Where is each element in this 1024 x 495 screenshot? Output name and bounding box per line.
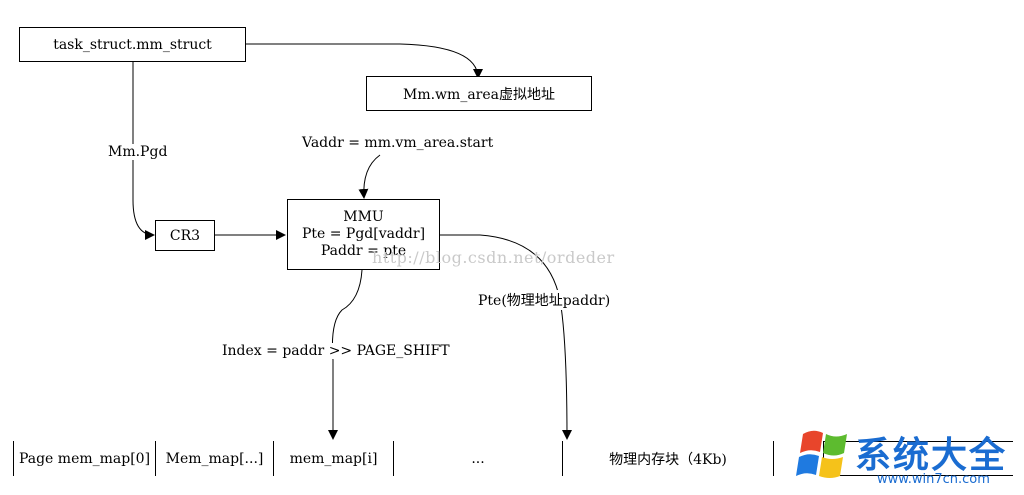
edge-label-pte-paddr: Pte(物理地址paddr) [478,290,611,310]
edge-task-to-vmarea [246,43,483,79]
mmu-title: MMU [343,209,384,225]
edge-vaddr-to-mmu [358,154,381,199]
edge-label-vaddr: Vaddr = mm.vm_area.start [302,135,494,151]
vm-area-node: Mm.wm_area虚拟地址 [366,76,592,111]
memory-cell-0: Page mem_map[0] [14,441,156,476]
vm-area-label: Mm.wm_area虚拟地址 [403,86,555,103]
mmu-paddr-line: Paddr = pte [320,243,407,259]
cr3-node: CR3 [155,220,215,251]
task-struct-node: task_struct.mm_struct [19,27,246,62]
watermark-text: http://blog.csdn.net/ordeder [372,248,615,267]
edge-label-mm-pgd: Mm.Pgd [108,144,168,160]
logo-title: 系统大全 [855,435,1008,476]
memory-cell-2: mem_map[i] [274,441,394,476]
memory-cell-3: ... [394,441,563,476]
mmu-node: MMU Pte = Pgd[vaddr] Paddr = pte [287,199,440,270]
logo-url: www.win7cn.com [877,472,990,487]
memory-cell-1: Mem_map[...] [156,441,274,476]
edge-task-to-cr3 [132,62,155,240]
edge-label-index: Index = paddr >> PAGE_SHIFT [222,343,450,359]
mmu-pte-line: Pte = Pgd[vaddr] [301,226,426,242]
cr3-label: CR3 [169,227,201,244]
site-logo: 系统大全 www.win7cn.com [795,418,1021,490]
task-struct-label: task_struct.mm_struct [53,36,212,53]
windows-flag-icon [796,430,847,478]
memory-cell-4: 物理内存块（4Kb) [563,441,774,476]
